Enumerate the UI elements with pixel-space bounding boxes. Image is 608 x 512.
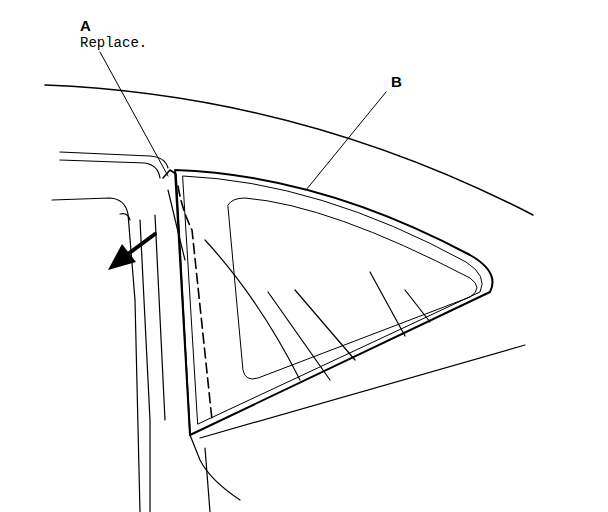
callout-letter: A xyxy=(80,18,91,33)
callout-letter: B xyxy=(391,74,402,89)
note-text: Replace. xyxy=(80,36,147,50)
